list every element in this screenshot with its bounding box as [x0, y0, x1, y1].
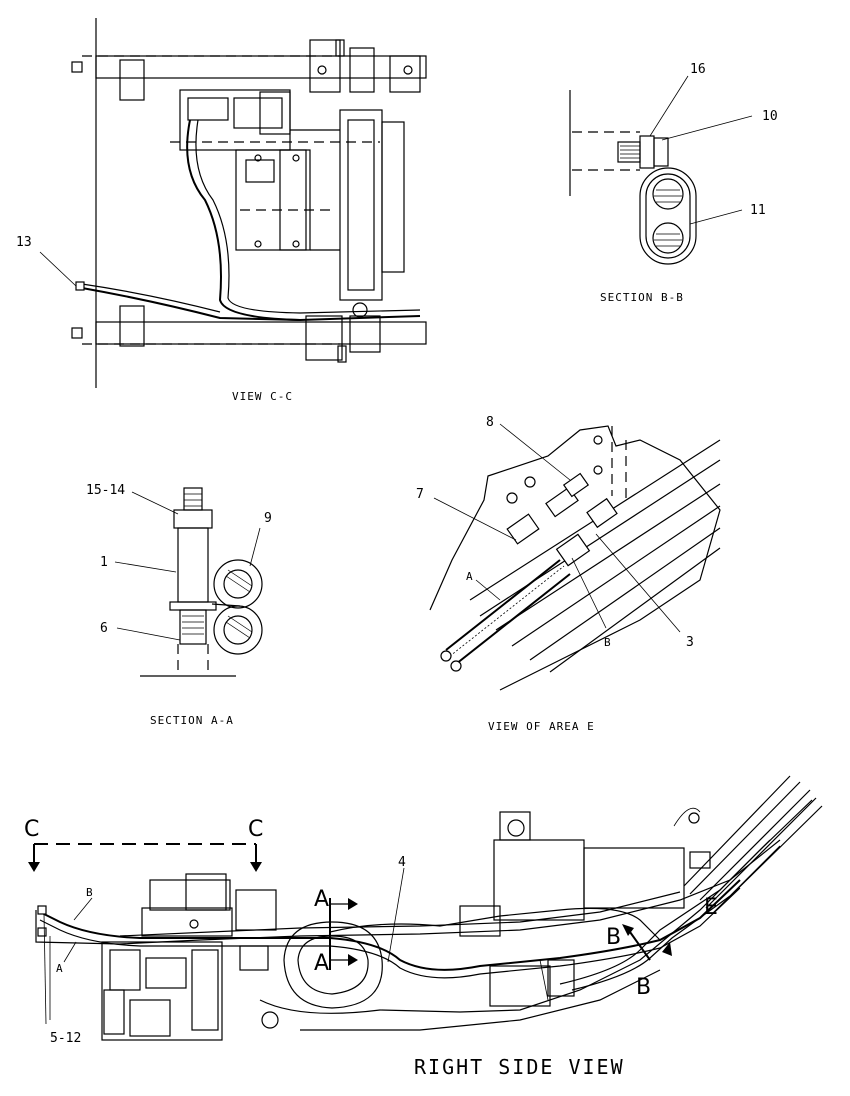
right-side-view: C C — [24, 775, 823, 1079]
callout-3: 3 — [686, 635, 694, 650]
callout-e: E — [704, 895, 718, 920]
caption-right-side-view: RIGHT SIDE VIEW — [414, 1055, 625, 1079]
callout-9: 9 — [264, 511, 272, 526]
section-marker-a-top: A — [314, 887, 329, 912]
section-a-a: 15-14 9 1 6 SECTION A-A — [86, 483, 272, 727]
callout-11: 11 — [750, 203, 766, 218]
view-area-e: 8 7 A B 3 VIEW OF AREA E — [416, 415, 721, 733]
callout-7: 7 — [416, 487, 424, 502]
callout-b: B — [604, 636, 612, 649]
section-marker-c-left: C — [24, 817, 39, 842]
callout-10: 10 — [762, 109, 778, 124]
caption-view-area-e: VIEW OF AREA E — [488, 720, 595, 733]
callout-1: 1 — [100, 555, 108, 570]
view-c-c: 13 VIEW C-C — [16, 18, 427, 403]
callout-4: 4 — [398, 855, 406, 870]
callout-16: 16 — [690, 62, 706, 77]
section-marker-b-bottom: B — [636, 975, 651, 1000]
callout-a-hose: A — [56, 962, 64, 975]
callout-8: 8 — [486, 415, 494, 430]
section-marker-b-top: B — [606, 925, 621, 950]
section-marker-c-right: C — [248, 817, 263, 842]
callout-5-12: 5-12 — [50, 1031, 81, 1046]
caption-view-c-c: VIEW C-C — [232, 390, 293, 403]
callout-15-14: 15-14 — [86, 483, 125, 498]
callout-a: A — [466, 570, 474, 583]
section-marker-a-bottom: A — [314, 951, 329, 976]
callout-6: 6 — [100, 621, 108, 636]
callout-b-hose: B — [86, 886, 94, 899]
section-b-b: 16 10 11 SECTION B-B — [569, 62, 778, 304]
callout-13: 13 — [16, 235, 32, 250]
caption-section-b-b: SECTION B-B — [600, 291, 684, 304]
caption-section-a-a: SECTION A-A — [150, 714, 234, 727]
